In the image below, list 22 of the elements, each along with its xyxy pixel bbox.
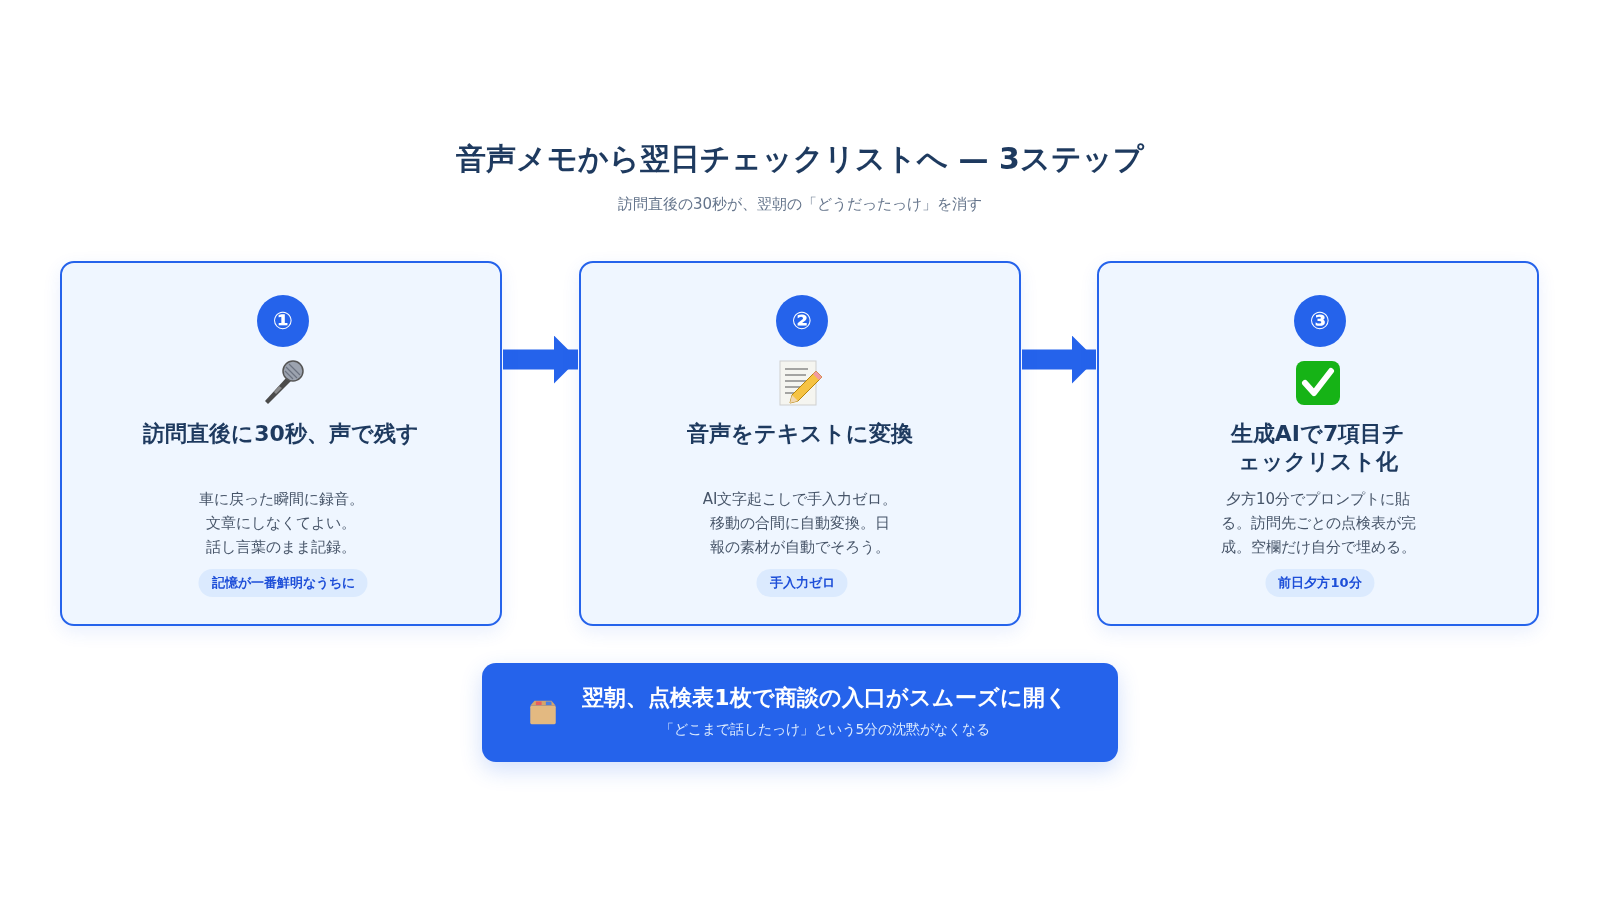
step-heading: 生成AIで7項目チェックリスト化 bbox=[1229, 420, 1407, 476]
step-number: ② bbox=[776, 295, 828, 347]
arrow bbox=[503, 335, 578, 384]
step-card bbox=[60, 261, 502, 626]
step-description: AI文字起こしで手入力ゼロ。移動の合間に自動変換。日報の素材が自動でそろう。 bbox=[701, 489, 899, 558]
diagram-title: 音声メモから翌日チェックリストへ — 3ステップ bbox=[455, 140, 1146, 178]
banner-subtitle: 「どこまで話したっけ」という5分の沈黙がなくなる bbox=[658, 720, 992, 739]
highlight-tag: 記憶が一番鮮明なうちに bbox=[198, 569, 368, 597]
step-heading: 音声をテキストに変換 bbox=[686, 420, 914, 448]
arrow bbox=[1022, 335, 1096, 384]
step-card bbox=[1097, 261, 1539, 626]
highlight-tag: 手入力ゼロ bbox=[756, 569, 848, 597]
step-description: 夕方10分でプロンプトに貼る。訪問先ごとの点検表が完成。空欄だけ自分で埋める。 bbox=[1219, 489, 1417, 558]
step-heading: 訪問直後に30秒、声で残す bbox=[142, 420, 420, 448]
banner-heading: 翌朝、点検表1枚で商談の入口がスムーズに開く bbox=[581, 684, 1069, 712]
step-number: ③ bbox=[1294, 295, 1346, 347]
step-description: 車に戻った瞬間に録音。文章にしなくてよい。話し言葉のまま記録。 bbox=[197, 489, 365, 558]
highlight-tag: 前日夕方10分 bbox=[1265, 569, 1375, 597]
step-number: ① bbox=[257, 295, 309, 347]
subtitle: 訪問直後の30秒が、翌朝の「どうだったっけ」を消す bbox=[616, 194, 984, 214]
summary-banner bbox=[482, 663, 1118, 762]
step-card bbox=[579, 261, 1021, 626]
